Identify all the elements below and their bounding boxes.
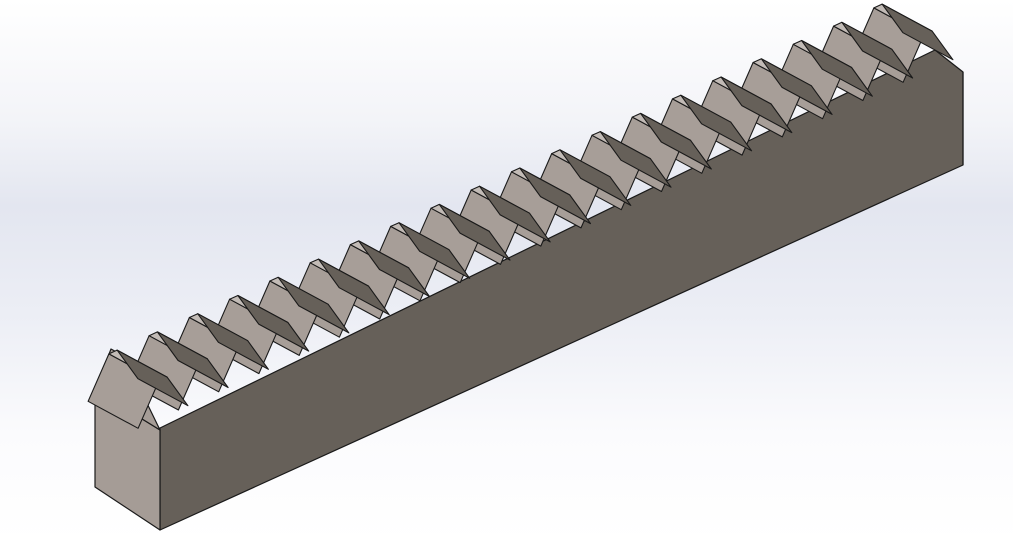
tooth-18-right-flank[interactable] [801, 39, 873, 97]
tooth-2-right-flank[interactable] [156, 331, 229, 389]
tooth-16-right-flank[interactable] [720, 76, 793, 134]
tooth-5-right-flank[interactable] [277, 276, 350, 334]
tooth-11-right-flank[interactable] [519, 167, 592, 225]
tooth-9-right-flank[interactable] [438, 203, 511, 261]
tooth-19-right-flank[interactable] [841, 21, 914, 79]
tooth-4-right-flank[interactable] [237, 294, 310, 352]
tooth-6-right-flank[interactable] [317, 258, 390, 316]
tooth-12-right-flank[interactable] [559, 149, 632, 206]
tooth-10-right-flank[interactable] [478, 185, 551, 243]
tooth-1-right-flank[interactable] [116, 349, 189, 407]
tooth-13-right-flank[interactable] [599, 131, 672, 188]
tooth-8-right-flank[interactable] [398, 222, 471, 279]
tooth-3-right-flank[interactable] [197, 313, 269, 370]
rack-teeth[interactable] [87, 3, 954, 429]
tooth-15-right-flank[interactable] [680, 94, 753, 152]
tooth-7-right-flank[interactable] [358, 240, 431, 298]
tooth-17-right-flank[interactable] [760, 58, 833, 115]
tooth-20-right-flank[interactable] [881, 3, 954, 61]
tooth-14-right-flank[interactable] [640, 112, 712, 170]
